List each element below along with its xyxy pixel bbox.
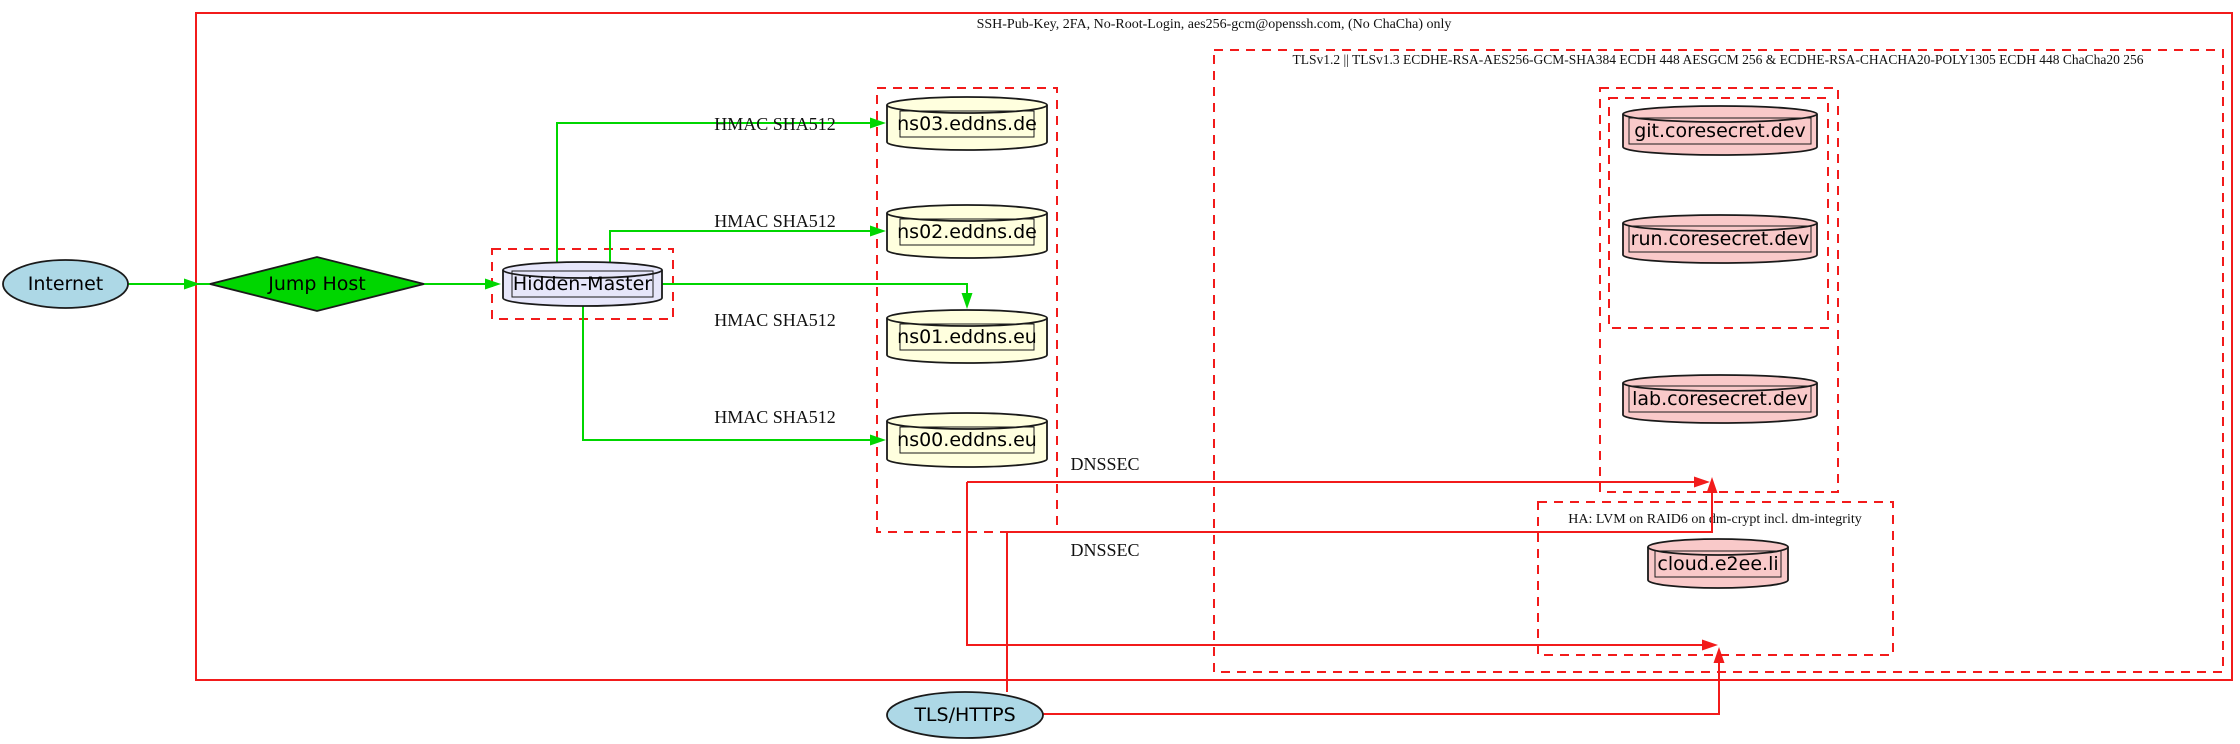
ns00-label: ns00.eddns.eu [897, 429, 1037, 451]
green-arrowheads [184, 117, 973, 446]
arrowhead-into-ns03 [870, 117, 886, 129]
hidden-master-label: Hidden-Master [513, 273, 652, 295]
node-ns01: ns01.eddns.eu [886, 309, 1048, 364]
edge-master-ns00 [582, 304, 882, 441]
lab-cylinder-body [1622, 383, 1818, 424]
ns02-label: ns02.eddns.de [897, 221, 1037, 243]
ns01-cylinder-top [886, 309, 1048, 327]
ns02-cylinder-top [886, 204, 1048, 222]
arrowhead-into-ns02 [870, 225, 886, 237]
ns03-cylinder-top [886, 96, 1048, 114]
edge-master-ns02 [609, 230, 882, 264]
edge-tlshttps-top-to-coresecret [1006, 492, 1713, 692]
edge-label-hmac-ns02: HMAC SHA512 [714, 211, 836, 231]
ns03-cylinder-body [886, 105, 1048, 151]
cluster-ssh: SSH-Pub-Key, 2FA, No-Root-Login, aes256-… [195, 12, 2233, 681]
edge-master-ns01 [662, 283, 968, 304]
lab-label-box [1628, 385, 1812, 413]
run-cylinder-top [1622, 214, 1818, 232]
arrowhead-up-into-coresecret [1706, 477, 1718, 493]
internet-label: Internet [28, 273, 103, 295]
edge-label-hmac-ns01: HMAC SHA512 [714, 310, 836, 330]
cloud-cylinder-body [1647, 547, 1789, 589]
arrowhead-into-ssh-cluster [184, 278, 200, 290]
node-internet: Internet [2, 259, 129, 309]
tls-https-ellipse [886, 691, 1044, 739]
arrowhead-into-ns00 [870, 434, 886, 446]
red-edges [966, 481, 1720, 715]
ns00-cylinder-body [886, 421, 1048, 468]
run-cylinder-body [1622, 223, 1818, 264]
cluster-nameservers-border [876, 87, 1058, 533]
arrowhead-up-into-ha [1713, 647, 1725, 663]
run-label-box [1628, 225, 1812, 253]
hidden-master-cylinder-top [502, 261, 663, 279]
edge-label-dnssec-1: DNSSEC [1070, 454, 1139, 474]
ns03-label-box [899, 110, 1035, 138]
edge-dnssec-to-ha [966, 482, 1703, 646]
cluster-ha-label: HA: LVM on RAID6 on dm-crypt incl. dm-in… [1568, 512, 1861, 527]
edge-label-dnssec-2: DNSSEC [1070, 540, 1139, 560]
tls-https-label: TLS/HTTPS [913, 704, 1015, 726]
ns01-label: ns01.eddns.eu [897, 326, 1037, 348]
lab-label: lab.coresecret.dev [1632, 388, 1808, 410]
node-ns02: ns02.eddns.de [886, 204, 1048, 259]
arrowhead-into-ns01 [961, 293, 973, 309]
node-git: git.coresecret.dev [1622, 105, 1818, 156]
cluster-ssh-border [195, 12, 2233, 681]
run-label: run.coresecret.dev [1631, 228, 1810, 250]
git-label: git.coresecret.dev [1634, 120, 1806, 142]
lab-cylinder-top [1622, 374, 1818, 392]
ns01-label-box [899, 323, 1035, 351]
cluster-ha-border [1537, 501, 1894, 656]
git-cylinder-body [1622, 114, 1818, 156]
node-run: run.coresecret.dev [1622, 214, 1818, 264]
red-arrowheads [1694, 476, 1725, 663]
edge-label-hmac-ns03: HMAC SHA512 [714, 114, 836, 134]
edge-tlshttps-right-to-ha [1043, 662, 1720, 715]
cluster-coresecret-outer-border [1599, 87, 1839, 493]
green-edges [128, 122, 968, 441]
node-cloud: cloud.e2ee.li [1647, 538, 1789, 589]
internet-ellipse [2, 259, 129, 309]
jump-host-diamond [209, 256, 425, 312]
ns00-cylinder-top [886, 412, 1048, 430]
arrowhead-into-master [485, 278, 501, 290]
node-lab: lab.coresecret.dev [1622, 374, 1818, 424]
cluster-ssh-label: SSH-Pub-Key, 2FA, No-Root-Login, aes256-… [977, 17, 1452, 32]
node-ns03: ns03.eddns.de [886, 96, 1048, 151]
ns03-label: ns03.eddns.de [897, 113, 1037, 135]
ns02-label-box [899, 218, 1035, 246]
node-tls-https: TLS/HTTPS [886, 691, 1044, 739]
cluster-tls-label: TLSv1.2 || TLSv1.3 ECDHE-RSA-AES256-GCM-… [1293, 52, 2144, 67]
ns02-cylinder-body [886, 213, 1048, 259]
cloud-label: cloud.e2ee.li [1657, 553, 1778, 575]
git-label-box [1628, 117, 1812, 145]
edge-label-hmac-ns00: HMAC SHA512 [714, 407, 836, 427]
edge-master-ns03 [556, 122, 882, 264]
arrowhead-right-into-coresecret [1694, 476, 1710, 488]
node-ns00: ns00.eddns.eu [886, 412, 1048, 468]
jump-host-label: Jump Host [267, 273, 366, 295]
hidden-master-label-box [511, 270, 654, 298]
cluster-ha: HA: LVM on RAID6 on dm-crypt incl. dm-in… [1537, 501, 1894, 656]
arrowhead-right-into-ha [1702, 639, 1718, 651]
node-hidden-master: Hidden-Master [502, 261, 663, 307]
ns00-label-box [899, 426, 1035, 454]
cloud-label-box [1654, 550, 1782, 578]
node-jump-host: Jump Host [209, 256, 425, 312]
ns01-cylinder-body [886, 318, 1048, 364]
